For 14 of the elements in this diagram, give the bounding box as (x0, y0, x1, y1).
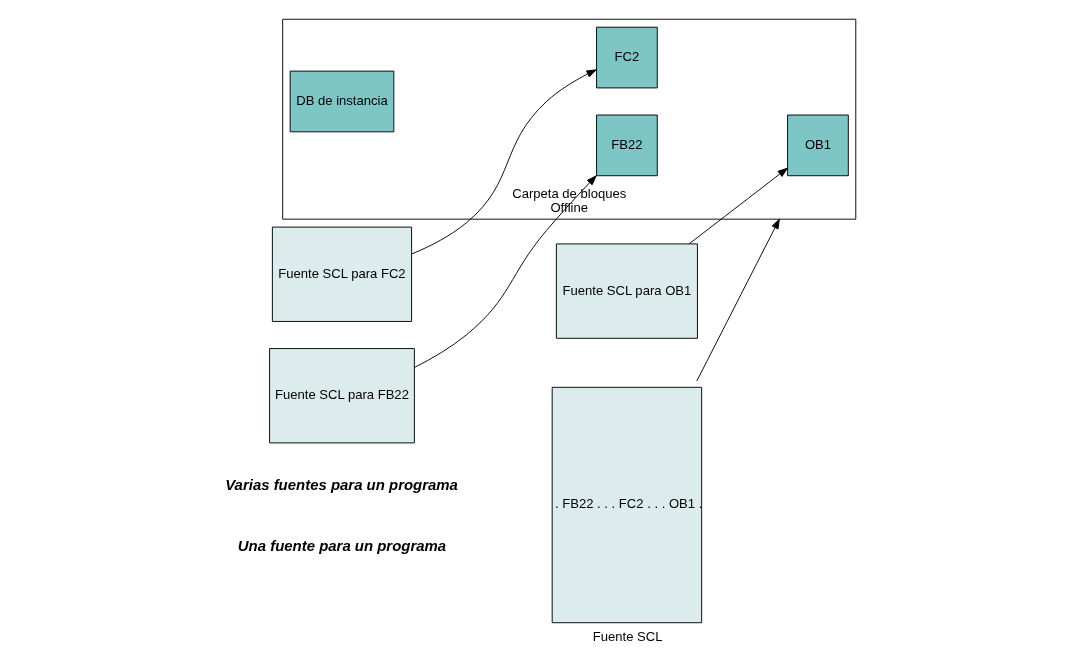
node-box: Fuente SCL para FC2 (271, 226, 412, 322)
arrow (410, 69, 597, 255)
node-box: Fuente SCL para FB22 (268, 348, 415, 444)
arrow (695, 218, 780, 382)
node-label: Fuente SCL (592, 628, 663, 644)
arrow (688, 167, 788, 245)
node-box: FC2 (595, 26, 658, 89)
label: Una fuente para un programa (237, 536, 446, 554)
node-box: FB22 (595, 114, 658, 177)
label: Varias fuentes para un programa (224, 475, 458, 493)
node-box: OB1 (786, 114, 849, 177)
arrow (413, 175, 597, 368)
node-box: Fuente SCL para OB1 (555, 243, 698, 339)
node-box: DB de instancia (289, 70, 394, 133)
